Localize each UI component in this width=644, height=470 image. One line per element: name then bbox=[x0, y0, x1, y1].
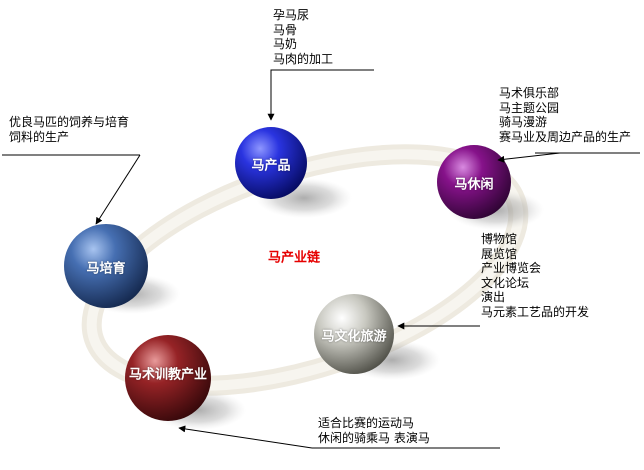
leisure-notes: 马术俱乐部 马主题公园 骑马漫游 赛马业及周边产品的生产 bbox=[499, 86, 631, 144]
breeding-sphere bbox=[64, 224, 148, 308]
leisure-label: 马休闲 bbox=[454, 177, 494, 193]
culture-label: 马文化旅游 bbox=[321, 329, 387, 345]
note-line: 马术俱乐部 bbox=[499, 86, 560, 100]
note-line: 文化论坛 bbox=[481, 275, 530, 290]
note-line: 孕马尿 bbox=[273, 8, 310, 22]
note-line: 骑马漫游 bbox=[499, 115, 548, 130]
note-line: 产业博览会 bbox=[481, 261, 542, 276]
note-line: 马奶 bbox=[273, 37, 298, 52]
note-line: 演出 bbox=[481, 290, 506, 305]
note-line: 马主题公园 bbox=[499, 100, 560, 115]
training-notes: 适合比赛的运动马 休闲的骑乘马 表演马 bbox=[318, 416, 430, 445]
note-line: 优良马匹的饲养与培育 bbox=[9, 115, 130, 129]
note-line: 博物馆 bbox=[481, 232, 518, 246]
breeding-notes: 优良马匹的饲养与培育 饲料的生产 bbox=[9, 115, 129, 144]
note-line: 展览馆 bbox=[481, 246, 518, 261]
training-label: 马术训教产业 bbox=[128, 367, 208, 383]
culture-sphere bbox=[314, 294, 394, 374]
training-sphere bbox=[125, 335, 211, 421]
product-callout-line bbox=[267, 69, 374, 121]
note-line: 马元素工艺品的开发 bbox=[481, 304, 590, 319]
leisure-sphere bbox=[437, 145, 511, 219]
leisure-arrow bbox=[497, 152, 561, 163]
culture-notes: 博物馆 展览馆 产业博览会 文化论坛 演出 马元素工艺品的开发 bbox=[481, 232, 589, 320]
note-line: 饲料的生产 bbox=[9, 129, 70, 144]
product-notes: 孕马尿 马骨 马奶 马肉的加工 bbox=[273, 8, 333, 66]
note-line: 赛马业及周边产品的生产 bbox=[499, 129, 632, 144]
note-line: 适合比赛的运动马 bbox=[318, 416, 415, 430]
training-arrow bbox=[178, 425, 313, 449]
breeding-label: 马培育 bbox=[86, 261, 126, 277]
note-line: 休闲的骑乘马 表演马 bbox=[318, 430, 430, 445]
note-line: 马肉的加工 bbox=[273, 51, 334, 66]
center-label: 马产业链 bbox=[267, 250, 321, 266]
note-line: 马骨 bbox=[273, 22, 298, 37]
product-sphere bbox=[235, 127, 307, 199]
breeding-arrow bbox=[95, 154, 141, 225]
product-label: 马产品 bbox=[251, 158, 291, 174]
